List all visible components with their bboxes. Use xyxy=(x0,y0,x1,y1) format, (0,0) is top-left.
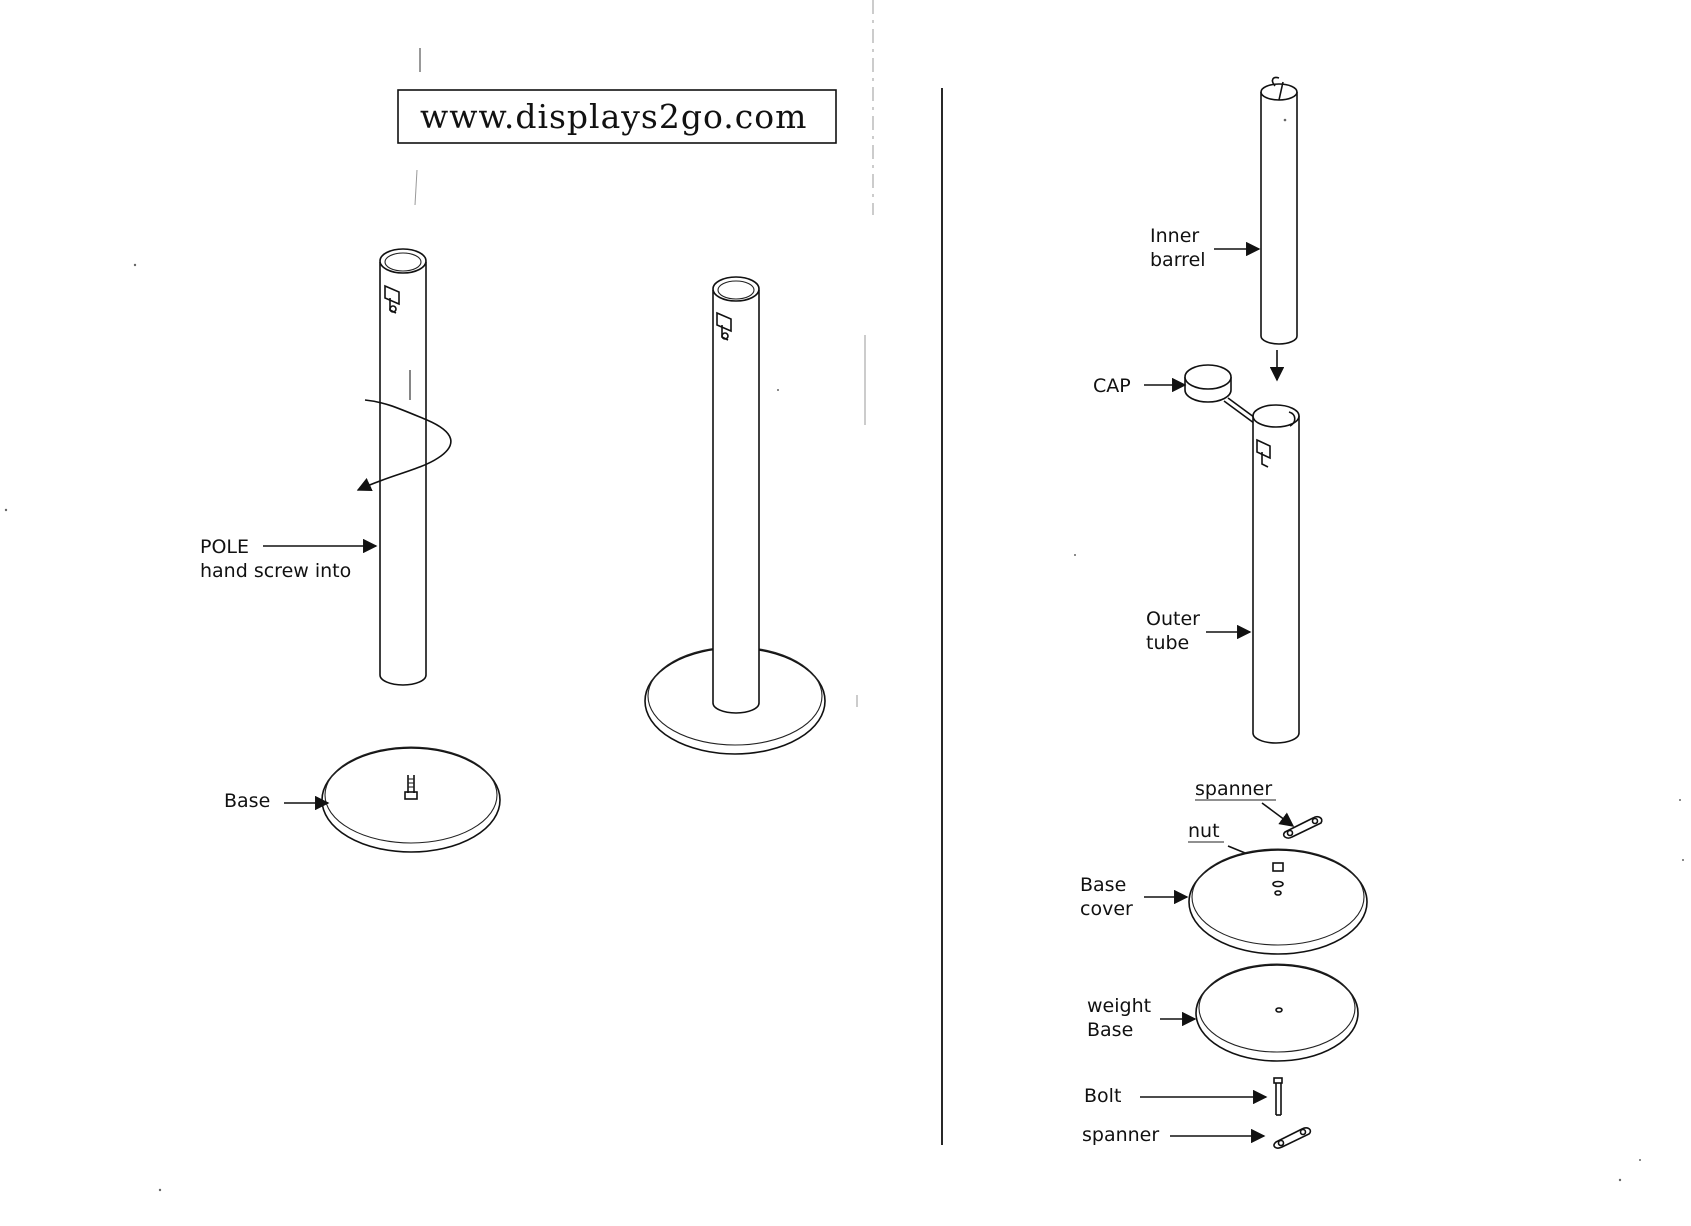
url-box xyxy=(397,89,837,144)
bolt-label-text: Bolt xyxy=(1084,1085,1121,1107)
scan-artifacts xyxy=(4,0,1684,1192)
base-label-text: Base xyxy=(224,790,270,812)
inner-barrel-illustration xyxy=(1260,76,1298,345)
assembled-pole-illustration xyxy=(644,276,826,755)
bolt-illustration xyxy=(1273,1077,1283,1116)
outer-tube-label-line1: Outer xyxy=(1146,608,1200,630)
base-cover-label-line1: Base xyxy=(1080,874,1126,896)
outer-tube-label: Outer tube xyxy=(1146,608,1252,654)
inner-barrel-label: Inner barrel xyxy=(1150,225,1261,271)
base-cover-label: Base cover xyxy=(1080,874,1189,920)
rotation-arrow xyxy=(356,399,452,492)
spanner-bottom-illustration xyxy=(1273,1127,1312,1149)
nut-label-text: nut xyxy=(1188,820,1220,842)
weight-base-label-line1: weight xyxy=(1087,995,1151,1017)
url-text: www.displays2go.com xyxy=(420,97,807,136)
inner-barrel-label-line1: Inner xyxy=(1150,225,1199,247)
spanner-bottom-label: spanner xyxy=(1082,1124,1266,1146)
cap-label-text: CAP xyxy=(1093,375,1131,397)
base-label: Base xyxy=(224,790,330,812)
pole-sublabel-text: hand screw into xyxy=(200,560,351,582)
url-header: www.displays2go.com xyxy=(397,89,837,144)
pole-label-text: POLE xyxy=(200,536,249,558)
cap-label: CAP xyxy=(1093,375,1187,397)
spanner-top-label: spanner xyxy=(1195,778,1295,827)
pole-label: POLE hand screw into xyxy=(200,536,378,582)
spanner-bottom-label-text: spanner xyxy=(1082,1124,1159,1146)
spanner-top-label-text: spanner xyxy=(1195,778,1272,800)
spanner-top-label-arrow xyxy=(1261,802,1295,827)
inner-barrel-label-line2: barrel xyxy=(1150,249,1206,271)
cap-illustration xyxy=(1184,364,1263,427)
weight-base-label: weight Base xyxy=(1087,995,1197,1041)
outer-tube-illustration xyxy=(1252,404,1300,744)
spanner-top-illustration xyxy=(1282,816,1323,839)
base-cover-illustration xyxy=(1188,848,1368,955)
base-disc-illustration xyxy=(321,746,501,853)
bolt-label: Bolt xyxy=(1084,1085,1268,1107)
weight-base-illustration xyxy=(1195,963,1359,1062)
outer-tube-label-line2: tube xyxy=(1146,632,1189,654)
weight-base-label-line2: Base xyxy=(1087,1019,1133,1041)
base-cover-label-line2: cover xyxy=(1080,898,1133,920)
